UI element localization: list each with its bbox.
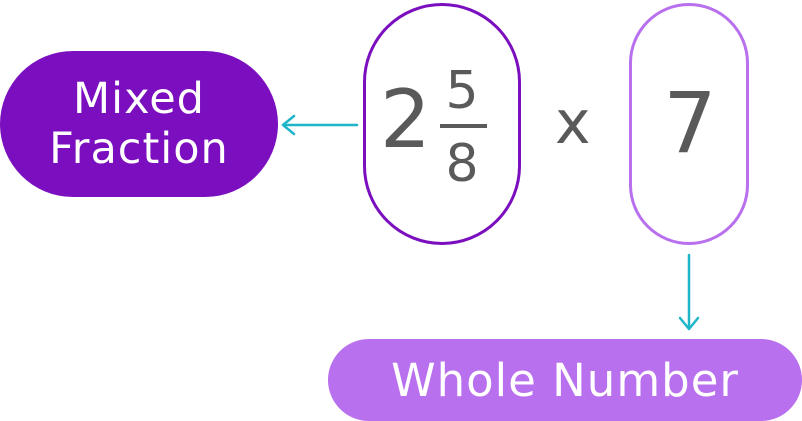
fraction-bar xyxy=(440,124,487,128)
whole-number-oval xyxy=(629,3,749,245)
fraction-numerator: 5 xyxy=(445,61,479,121)
whole-number-value: 7 xyxy=(663,74,717,172)
mixed-fraction-label: Mixed Fraction xyxy=(0,51,278,197)
multiplication-sign: x xyxy=(555,88,591,158)
arrow-to-whole-number xyxy=(678,253,700,331)
whole-number-label: Whole Number xyxy=(328,339,802,421)
mixed-fraction-label-line2: Fraction xyxy=(49,124,229,174)
mixed-fraction-label-line1: Mixed xyxy=(73,74,205,124)
fraction-denominator: 8 xyxy=(445,134,479,194)
mixed-whole-part: 2 xyxy=(380,73,431,166)
arrow-to-mixed-fraction xyxy=(281,114,359,136)
